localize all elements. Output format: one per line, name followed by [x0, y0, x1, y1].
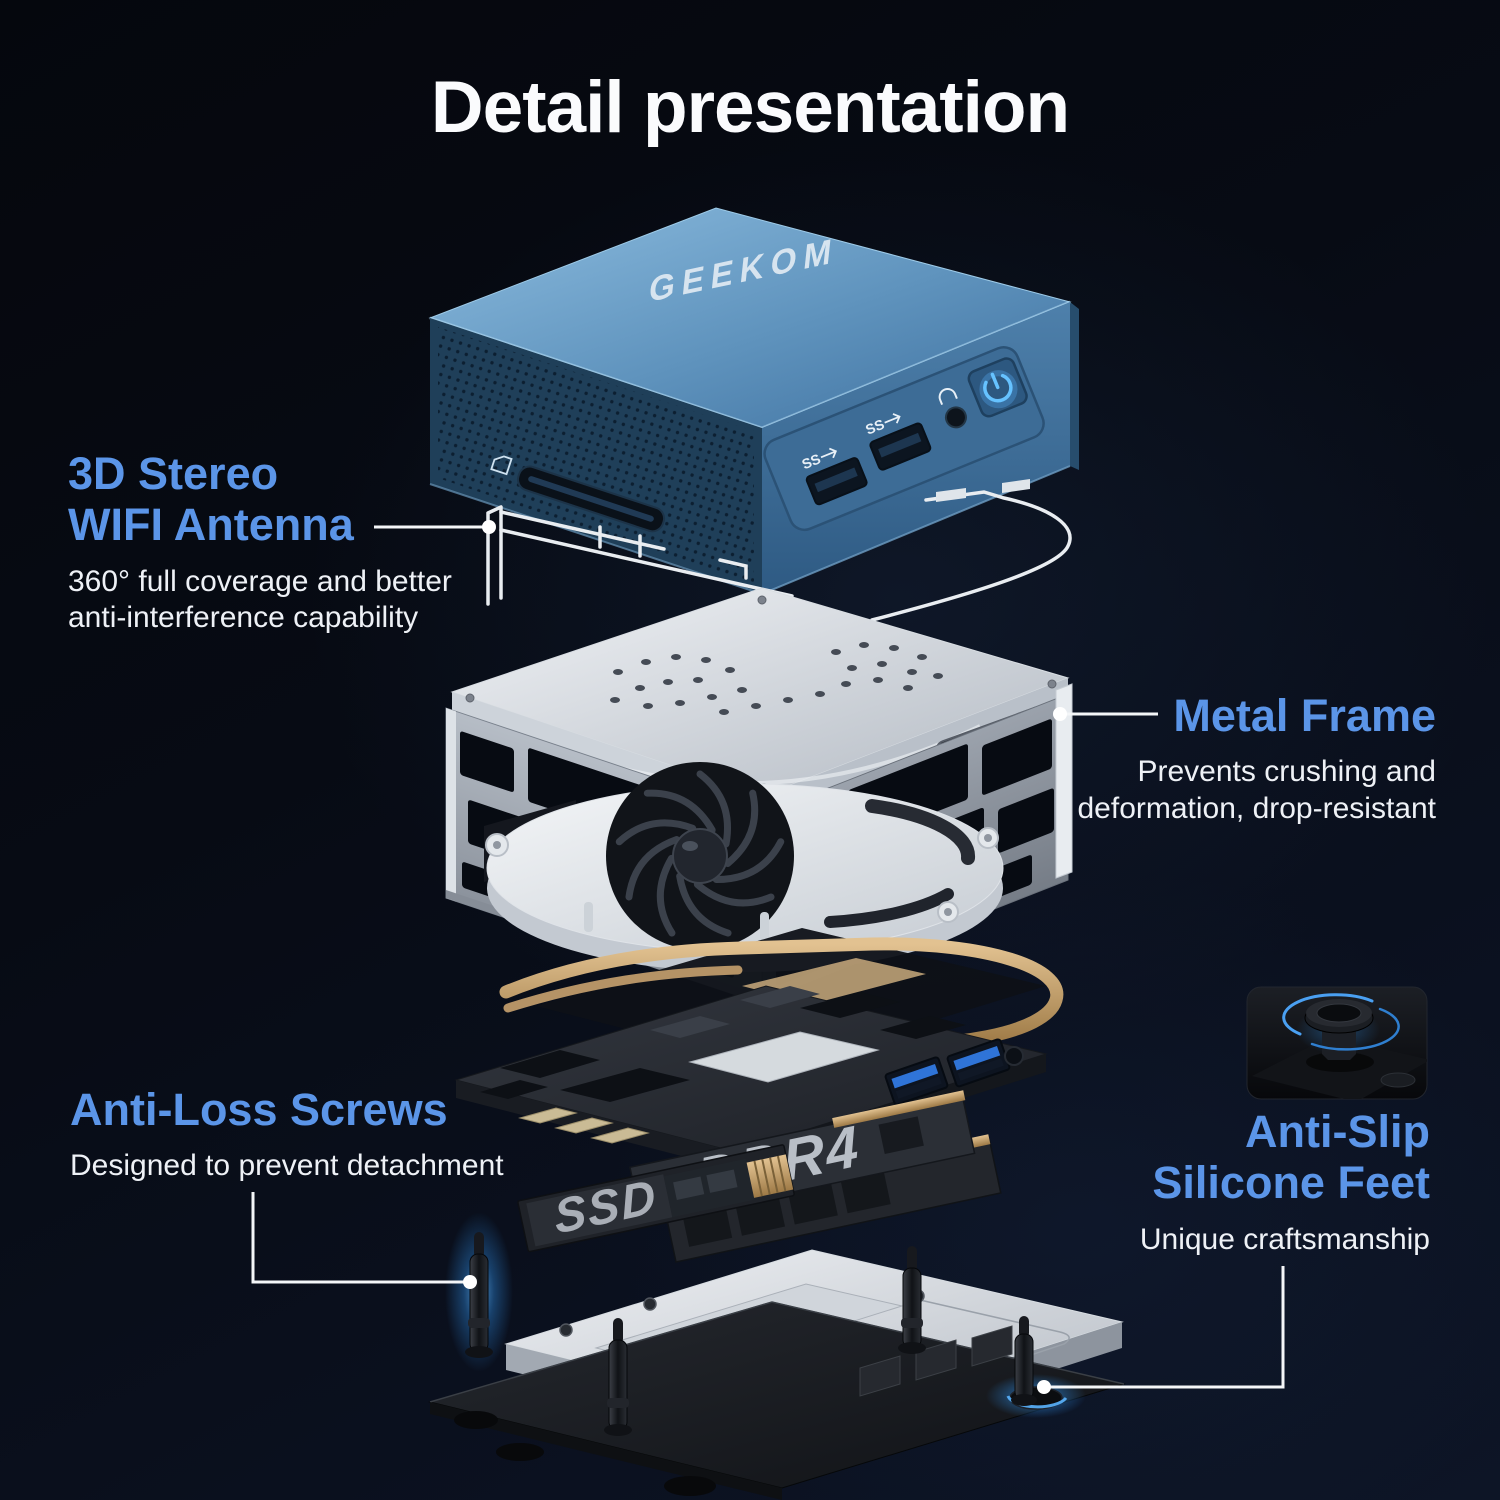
- leader-anti-loss-screws: [251, 1192, 466, 1284]
- silicone-foot: [496, 1443, 544, 1461]
- board-connectors: [518, 1107, 650, 1144]
- wifi-antenna-wires: [486, 479, 1072, 622]
- anti-loss-screw: [898, 1246, 926, 1354]
- leader-anti-slip-feet: [1048, 1266, 1285, 1389]
- frame-corner-post: [1055, 683, 1073, 879]
- headphone-icon: [938, 388, 958, 406]
- usb-a-port-1: SS: [799, 447, 868, 506]
- callout-frame-desc: Prevents crushing and deformation, drop-…: [1077, 755, 1436, 825]
- case-mesh-side: [429, 318, 763, 595]
- callout-anti-slip-feet: Anti-Slip Silicone Feet Unique craftsman…: [1140, 1106, 1430, 1258]
- usb3-internal-port-1: [884, 1056, 949, 1106]
- callout-anti-loss-screws: Anti-Loss Screws Designed to prevent det…: [70, 1084, 504, 1185]
- anti-loss-screw: [1011, 1316, 1037, 1406]
- silicone-foot-glowing: [986, 1374, 1086, 1418]
- cpu-shield: [688, 1031, 880, 1083]
- bottom-plate-layer: [428, 1212, 1126, 1500]
- leader-dots: [463, 520, 1067, 1394]
- callout-screws-desc: Designed to prevent detachment: [70, 1149, 504, 1183]
- callout-feet-title: Anti-Slip Silicone Feet: [1140, 1106, 1430, 1209]
- headphone-jack: [938, 388, 967, 429]
- case-front-face: SS SS: [761, 302, 1071, 595]
- callout-feet-desc: Unique craftsmanship: [1139, 1222, 1430, 1256]
- power-button: [967, 357, 1028, 418]
- anti-loss-screws-group: [465, 1232, 1037, 1436]
- callout-feet-title-line1: Anti-Slip: [1245, 1106, 1430, 1157]
- callout-wifi-desc: 360° full coverage and better anti-inter…: [68, 564, 452, 635]
- callout-metal-frame: Metal Frame Prevents crushing and deform…: [1077, 690, 1436, 827]
- mini-pc-case: GEEKOM: [428, 207, 1079, 595]
- silicone-foot: [664, 1476, 716, 1496]
- anti-loss-screw: [604, 1318, 632, 1436]
- callout-wifi-title: 3D Stereo WIFI Antenna: [68, 448, 452, 551]
- callout-screws-title: Anti-Loss Screws: [70, 1084, 448, 1135]
- silicone-foot-photo: [1246, 986, 1428, 1100]
- silicone-foot: [454, 1411, 498, 1429]
- page-title: Detail presentation: [430, 67, 1070, 148]
- sd-card-slot: [490, 455, 666, 533]
- power-icon: [983, 372, 1013, 403]
- front-io-panel: SS SS: [763, 346, 1045, 532]
- leader-lines: [251, 525, 1285, 1389]
- sd-card-icon: [490, 455, 513, 476]
- anti-loss-screw: [465, 1232, 493, 1358]
- usb3-speed-icon: SS: [863, 416, 886, 438]
- cooling-fan-layer: [484, 762, 1004, 972]
- ssd-label: SSD: [552, 1169, 660, 1245]
- callout-wifi-antenna: 3D Stereo WIFI Antenna 360° full coverag…: [68, 448, 452, 637]
- fan-vent-holes: [610, 642, 943, 715]
- callout-wifi-title-line1: 3D Stereo: [68, 448, 279, 499]
- usb-a-port-2: SS: [863, 413, 932, 471]
- base-brackets: [859, 1325, 1013, 1397]
- callout-wifi-title-line2: WIFI Antenna: [68, 499, 354, 551]
- callout-frame-title: Metal Frame: [1173, 690, 1436, 741]
- usb3-speed-icon: SS: [799, 450, 822, 472]
- callout-feet-title-line2: Silicone Feet: [1152, 1157, 1430, 1209]
